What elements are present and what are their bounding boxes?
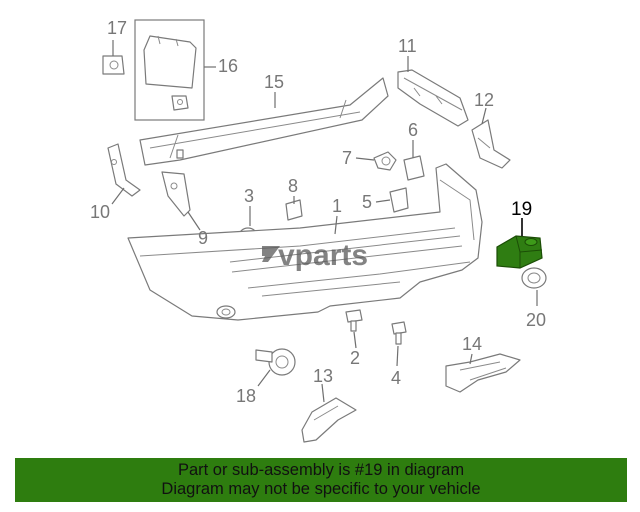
- callout-17[interactable]: 17: [107, 18, 127, 38]
- callout-16[interactable]: 16: [218, 56, 238, 76]
- part-5-retainer[interactable]: [389, 187, 409, 213]
- part-17-clip[interactable]: [102, 55, 125, 75]
- callout-10[interactable]: 10: [90, 202, 110, 222]
- watermark-logo: vparts: [262, 239, 368, 272]
- part-2-bolt[interactable]: [345, 309, 363, 332]
- callout-1[interactable]: 1: [332, 196, 342, 216]
- part-1-bumper-cover[interactable]: [127, 163, 483, 321]
- banner-line-part: Part or sub-assembly is #19 in diagram: [177, 461, 465, 479]
- watermark-text: vparts: [278, 239, 368, 272]
- inset-box-16: [134, 19, 205, 121]
- part-11-bracket[interactable]: [397, 69, 469, 127]
- part-12-bracket[interactable]: [471, 119, 511, 169]
- callout-2[interactable]: 2: [350, 348, 360, 368]
- callout-3[interactable]: 3: [244, 186, 254, 206]
- callout-14[interactable]: 14: [462, 334, 482, 354]
- callout-8[interactable]: 8: [288, 176, 298, 196]
- info-banner: Part or sub-assembly is #19 in diagram D…: [15, 458, 627, 502]
- callout-11[interactable]: 11: [398, 36, 417, 56]
- callout-13[interactable]: 13: [313, 366, 333, 386]
- part-15-reinforcement[interactable]: [139, 77, 389, 166]
- part-6-pad[interactable]: [403, 155, 425, 181]
- callout-4[interactable]: 4: [391, 368, 401, 388]
- part-19-parking-sensor[interactable]: [496, 235, 543, 269]
- part-20-grommet[interactable]: [521, 267, 547, 289]
- parts-diagram: vparts 17 16 15 11 12 6 7 5 10 9 3 8 1 1…: [90, 18, 547, 443]
- part-18-bumper-stop[interactable]: [255, 348, 296, 376]
- part-7-clip[interactable]: [373, 151, 397, 171]
- callout-19-highlighted[interactable]: 19: [511, 199, 532, 220]
- callout-9[interactable]: 9: [198, 228, 208, 248]
- callout-5[interactable]: 5: [362, 192, 372, 212]
- banner-line-disclaimer: Diagram may not be specific to your vehi…: [161, 480, 481, 498]
- part-14-bracket[interactable]: [445, 353, 521, 393]
- callout-18[interactable]: 18: [236, 386, 256, 406]
- callout-20[interactable]: 20: [526, 310, 546, 330]
- callout-12[interactable]: 12: [474, 90, 494, 110]
- part-10-bracket[interactable]: [107, 143, 141, 197]
- callout-7[interactable]: 7: [342, 148, 352, 168]
- part-8-pad[interactable]: [285, 199, 303, 221]
- callout-15[interactable]: 15: [264, 72, 284, 92]
- callout-6[interactable]: 6: [408, 120, 418, 140]
- part-4-bolt[interactable]: [391, 321, 407, 345]
- part-9-bracket[interactable]: [161, 171, 191, 217]
- part-13-bracket[interactable]: [301, 397, 357, 443]
- leader-lines: [111, 40, 538, 403]
